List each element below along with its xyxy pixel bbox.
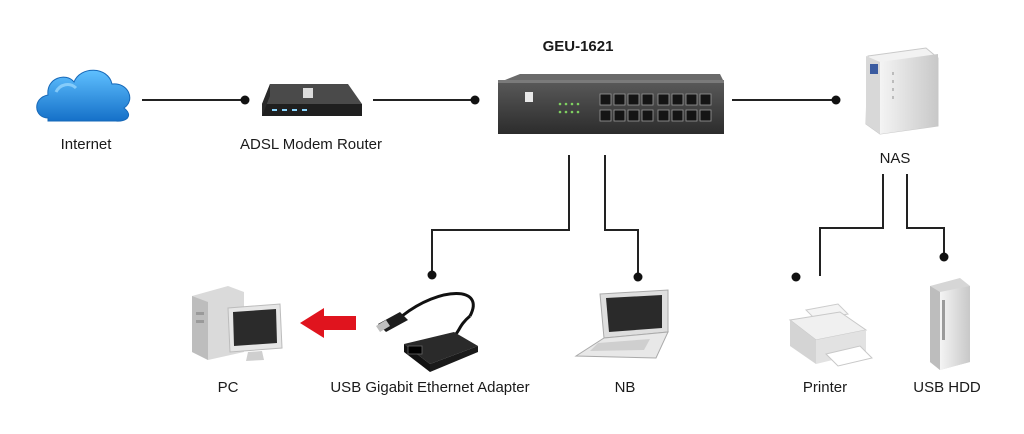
label-switch: GEU-1621 <box>542 38 614 55</box>
link-nas-hdd <box>906 174 945 256</box>
label-nb: NB <box>614 379 636 396</box>
dot-hdd <box>939 252 949 262</box>
dot-modem <box>240 95 250 105</box>
switch-port <box>641 93 654 106</box>
switch-port <box>627 109 640 122</box>
printer-icon <box>788 303 873 367</box>
label-usb-adapter: USB Gigabit Ethernet Adapter <box>330 379 530 396</box>
switch-port <box>613 93 626 106</box>
red-arrow-icon <box>300 308 356 338</box>
label-internet: Internet <box>60 136 112 153</box>
switch-port <box>685 109 698 122</box>
switch-port <box>671 93 684 106</box>
switch-port <box>685 93 698 106</box>
cloud-icon <box>36 69 131 122</box>
modem-router-icon <box>262 84 362 116</box>
label-modem-router: ADSL Modem Router <box>239 136 383 153</box>
dot-printer <box>791 272 801 282</box>
switch-port <box>599 93 612 106</box>
connection-dots <box>240 95 949 282</box>
switch-port <box>627 93 640 106</box>
switch-port <box>613 109 626 122</box>
label-usb-hdd: USB HDD <box>913 379 981 396</box>
desktop-pc-icon <box>192 286 283 361</box>
link-nas-printer <box>819 174 884 276</box>
dot-nb <box>633 272 643 282</box>
usb-ethernet-adapter-icon <box>376 292 478 372</box>
dot-adapter <box>427 270 437 280</box>
link-switch-nb <box>604 155 639 276</box>
dot-switch <box>470 95 480 105</box>
link-switch-adapter <box>431 155 570 274</box>
label-pc: PC <box>217 379 239 396</box>
notebook-icon <box>574 289 669 359</box>
switch-port <box>599 109 612 122</box>
switch-port <box>641 109 654 122</box>
switch-port <box>699 109 712 122</box>
switch-port <box>657 93 670 106</box>
dot-nas <box>831 95 841 105</box>
usb-hdd-icon <box>930 278 970 370</box>
nas-icon <box>865 47 939 135</box>
network-switch-icon <box>498 74 724 134</box>
connection-lines <box>142 99 945 276</box>
label-nas: NAS <box>879 150 911 167</box>
switch-port <box>671 109 684 122</box>
switch-port <box>699 93 712 106</box>
switch-port <box>657 109 670 122</box>
label-printer: Printer <box>802 379 848 396</box>
